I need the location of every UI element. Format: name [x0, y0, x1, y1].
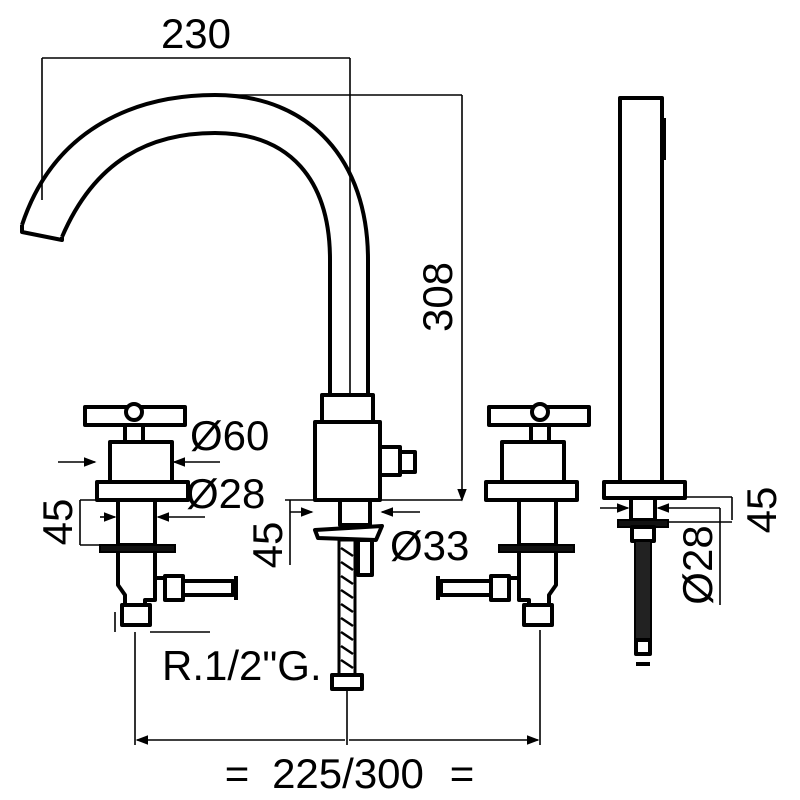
shower-shank-diameter-label: Ø28 [674, 525, 721, 604]
hand-shower [602, 96, 687, 666]
centers-equal-right: = [450, 750, 475, 797]
spout-reach-dimension: 230 [41, 10, 351, 395]
spout [20, 93, 417, 691]
connection-thread-label: R.1/2"G. [162, 642, 322, 689]
spout-reach-label: 230 [161, 10, 231, 57]
valve-deck-label: 45 [34, 499, 81, 546]
right-valve [436, 402, 591, 627]
spout-shank-diameter-label: Ø33 [390, 522, 469, 569]
shower-deck-label: 45 [738, 487, 785, 534]
centers-distance-label: 225/300 [272, 750, 424, 797]
spout-deck-dimension: 45 Ø33 [244, 499, 469, 569]
centers-equal-left: = [225, 750, 250, 797]
centers-dimension: = 225/300 = [134, 630, 541, 797]
overall-height-label: 308 [414, 262, 461, 332]
hand-shower-dimensions: 45 Ø28 [600, 487, 785, 605]
handle-diameter-label: Ø60 [190, 412, 269, 459]
valve-shank-diameter-label: Ø28 [186, 470, 265, 517]
left-valve-dimensions: Ø60 Ø28 45 R.1/2"G. [34, 412, 322, 689]
spout-deck-label: 45 [244, 522, 291, 569]
overall-height-dimension: 308 [215, 94, 467, 502]
